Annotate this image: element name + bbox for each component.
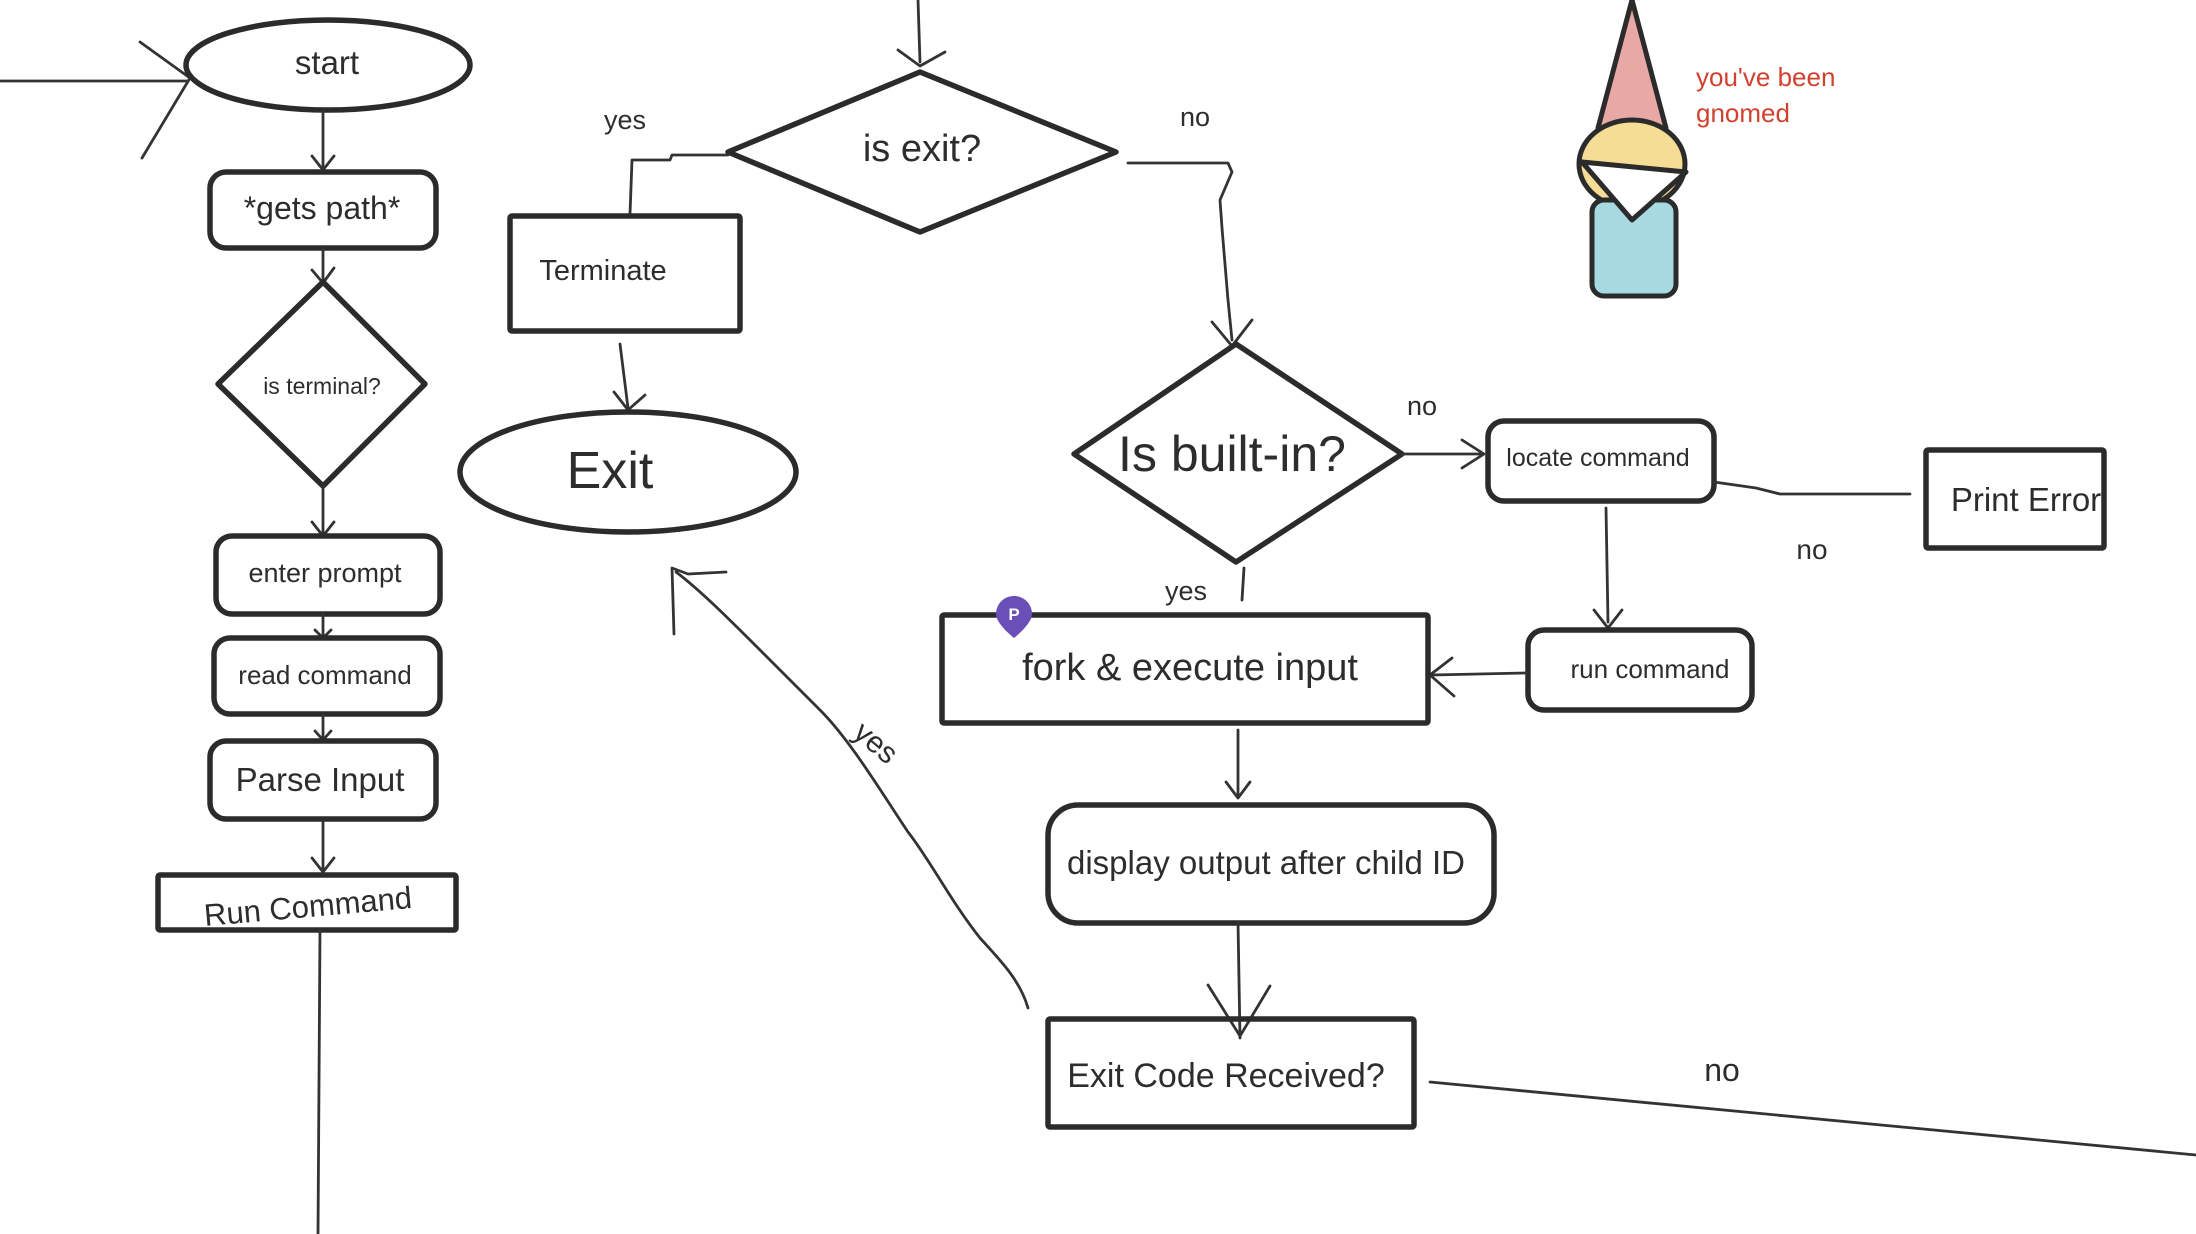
annotation-line-1: you've been [1696,62,1835,92]
gnome-doodle [1576,0,1689,299]
node-run-command-label: run command [1571,654,1730,684]
arrow-locate-no [1712,480,1912,496]
node-terminate[interactable]: Terminate [507,213,743,334]
label-exitcode-no: no [1704,1052,1740,1088]
node-display-output-label: display output after child ID [1067,844,1465,881]
arrow-builtin-no [1400,438,1486,470]
incoming-arrow-start [0,40,192,160]
label-builtin-yes: yes [1165,576,1207,606]
node-gets-path[interactable]: *gets path* [207,169,439,251]
arrow-read-to-parse [313,712,333,742]
node-run-command-left-label: Run Command [203,880,414,933]
arrow-parse-to-run [310,817,336,874]
node-is-terminal[interactable]: is terminal? [215,279,428,489]
arrow-builtin-yes [1240,566,1246,602]
label-exit-no: no [1180,102,1210,132]
gnome-beard [1579,159,1689,223]
node-read-command[interactable]: read command [211,635,443,717]
annotation-line-2: gnomed [1696,98,1790,128]
arrow-exitcode-no [1428,1080,2196,1157]
node-enter-prompt[interactable]: enter prompt [213,533,443,617]
node-fork-execute[interactable]: fork & execute input [939,612,1431,726]
node-parse-input[interactable]: Parse Input [207,738,439,822]
node-read-command-label: read command [238,660,411,690]
arrow-run-to-fork [1428,656,1528,698]
node-is-exit-label: is exit? [863,128,981,170]
node-is-builtin-label: Is built-in? [1118,426,1346,482]
arrow-path-to-terminal [310,246,336,285]
arrow-locate-to-run [1592,506,1624,630]
node-exit-code-label: Exit Code Received? [1067,1057,1385,1095]
node-enter-prompt-label: enter prompt [248,558,402,588]
node-fork-execute-label: fork & execute input [1022,647,1358,689]
node-parse-input-label: Parse Input [236,761,405,798]
node-print-error-label: Print Error [1951,481,2101,518]
arrow-exit-no [1126,161,1254,348]
node-print-error[interactable]: Print Error [1923,447,2107,551]
node-is-terminal-label: is terminal? [263,373,381,399]
arrow-exit-yes [628,153,730,216]
label-exit-yes: yes [604,105,646,135]
node-exit-label: Exit [567,442,654,500]
node-exit[interactable]: Exit [457,409,799,535]
label-builtin-no: no [1407,391,1437,421]
node-run-command-left[interactable]: Run Command [155,872,459,933]
node-is-exit[interactable]: is exit? [725,69,1119,235]
node-locate-command[interactable]: locate command [1485,418,1717,504]
node-display-output[interactable]: display output after child ID [1045,802,1497,926]
node-gets-path-label: *gets path* [244,190,401,226]
node-exit-code[interactable]: Exit Code Received? [1045,1016,1417,1130]
node-start[interactable]: start [183,17,473,113]
node-locate-command-label: locate command [1506,444,1689,472]
node-run-command[interactable]: run command [1525,627,1755,713]
arrow-start-to-path [310,109,336,172]
node-is-builtin[interactable]: Is built-in? [1071,341,1405,565]
arrow-fork-to-display [1224,728,1252,800]
arrow-into-is-exit [896,0,947,68]
label-locate-no: no [1796,534,1827,565]
arrow-prompt-to-read [313,612,333,640]
arrow-terminate-to-exit [612,342,647,412]
node-terminate-label: Terminate [539,255,666,287]
gnome-hat [1595,0,1669,131]
line-run-down [316,928,322,1234]
cursor-marker[interactable]: P [996,596,1032,638]
cursor-marker-label: P [1008,605,1019,624]
arrow-terminal-to-prompt [310,484,336,538]
node-start-label: start [295,44,359,81]
label-exitcode-yes: yes [847,715,904,770]
arrow-exitcode-yes [670,566,1030,1010]
